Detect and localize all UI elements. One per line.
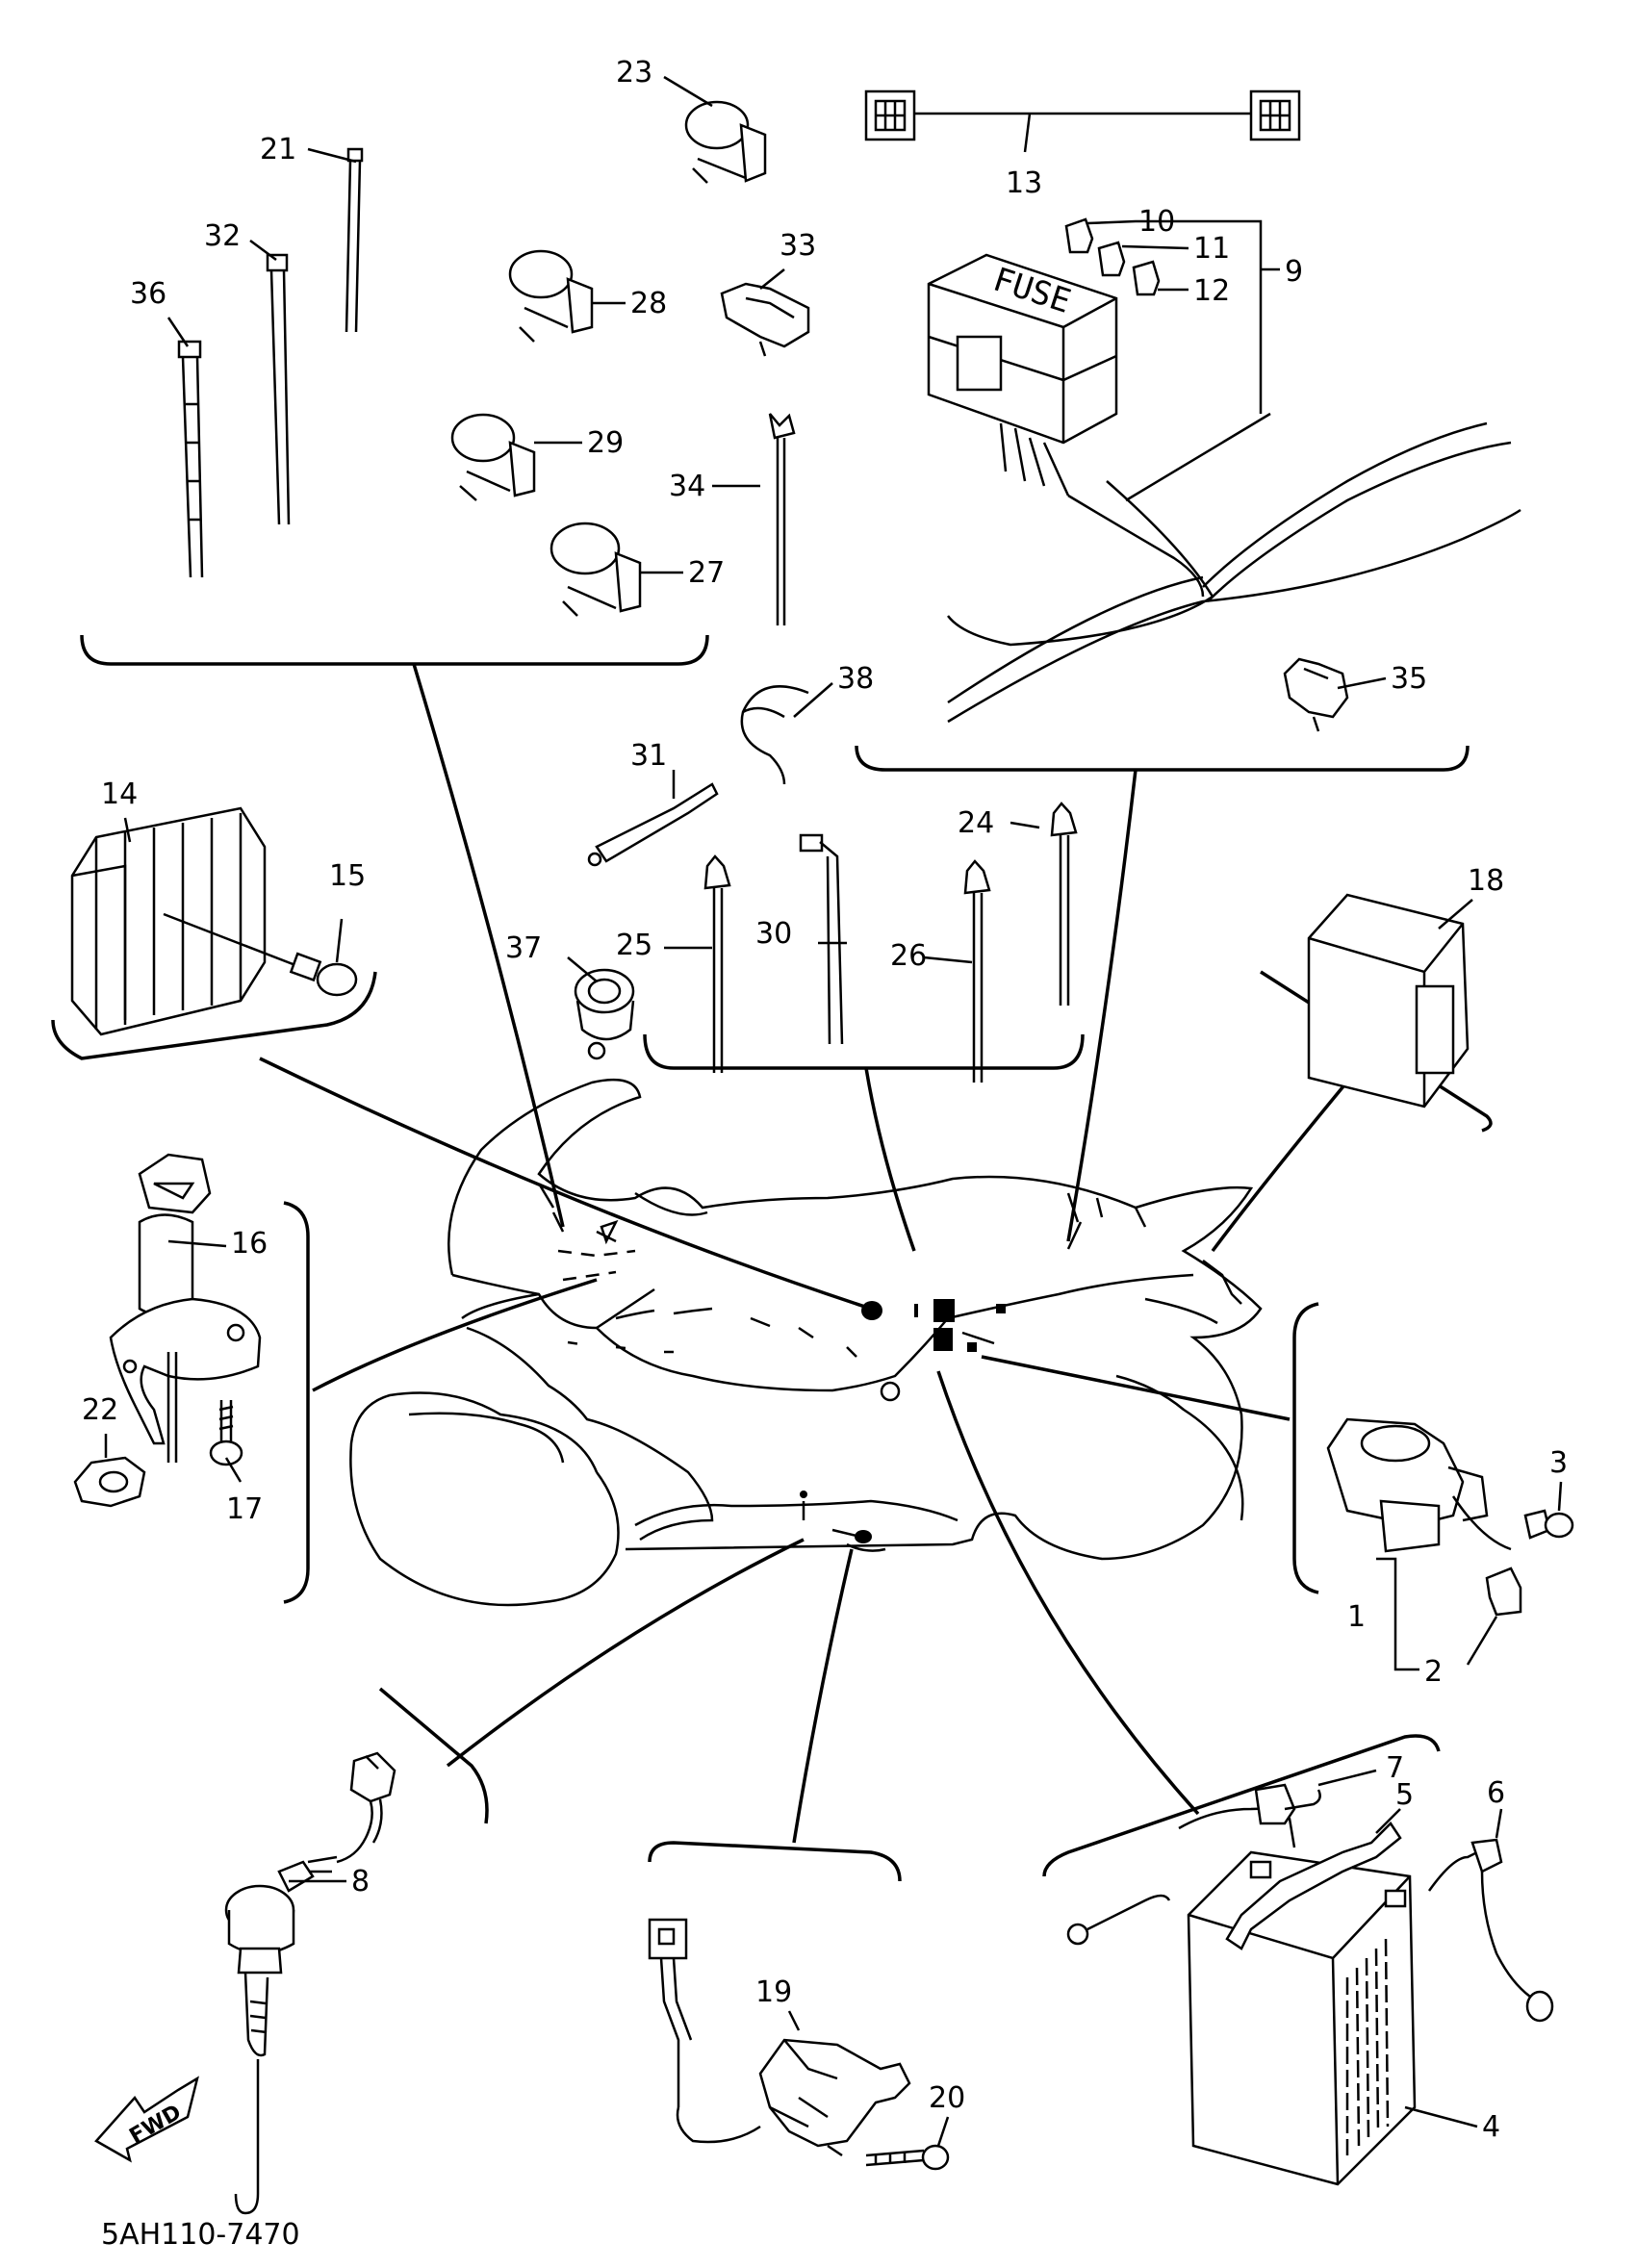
callout-11: 11 (1193, 232, 1230, 266)
callout-18: 18 (1468, 864, 1504, 898)
callout-28: 28 (630, 287, 667, 320)
callout-9: 9 (1285, 255, 1303, 289)
callout-15: 15 (329, 859, 366, 893)
motorcycle-outline (349, 1078, 1263, 1607)
callout-4: 4 (1482, 2110, 1500, 2144)
callout-31: 31 (630, 739, 667, 773)
callout-14: 14 (101, 777, 138, 811)
callout-8: 8 (351, 1865, 370, 1898)
callout-12: 12 (1193, 274, 1230, 308)
callout-27: 27 (688, 556, 725, 590)
part-1-starter-relay (1326, 1417, 1512, 1553)
callout-24: 24 (958, 806, 994, 840)
callout-17: 17 (226, 1492, 263, 1526)
leader-lines (259, 663, 1368, 1844)
part-6-battery-lead (1427, 1838, 1554, 2023)
part-26-cable-tie (963, 859, 991, 1083)
callout-38: 38 (837, 662, 874, 696)
part-34-cable-tie (768, 413, 796, 625)
callout-29: 29 (587, 426, 624, 460)
callout-6: 6 (1487, 1776, 1505, 1810)
group-brackets (51, 634, 1493, 1882)
callout-34: 34 (669, 470, 705, 503)
part-7-battery-lead (1066, 1783, 1321, 1946)
callout-36: 36 (130, 277, 166, 311)
callout-3: 3 (1549, 1446, 1568, 1480)
part-12-fuse (1132, 260, 1161, 296)
callout-leaders (104, 75, 1563, 2147)
callout-30: 30 (755, 917, 792, 951)
part-31-wire-lead (587, 782, 719, 867)
callout-33: 33 (780, 229, 816, 263)
part-32-cable-tie (266, 253, 291, 525)
part-28-clamp (508, 249, 594, 343)
part-19-sensor (648, 1918, 911, 2157)
part-3-bolt (1523, 1509, 1574, 1540)
part-4-battery (1187, 1850, 1417, 2186)
part-17-screw (209, 1400, 243, 1466)
callout-1: 1 (1347, 1600, 1366, 1634)
callout-7: 7 (1386, 1751, 1404, 1785)
callout-23: 23 (616, 56, 652, 89)
fwd-arrow-icon: FWD (94, 2076, 199, 2163)
part-35-clip (1283, 657, 1349, 732)
callout-2: 2 (1424, 1655, 1443, 1689)
part-2-cap (1485, 1567, 1522, 1617)
drawing-code: 5AH110-7470 (101, 2218, 300, 2252)
callout-labels: 1 2 3 4 5 6 7 8 9 10 11 12 13 14 15 16 1… (82, 56, 1568, 2144)
part-20-bolt (865, 2144, 950, 2171)
callout-5: 5 (1395, 1778, 1414, 1812)
part-27-clamp (550, 522, 642, 617)
callout-35: 35 (1391, 662, 1427, 696)
part-23-clamp (684, 100, 767, 184)
part-11-fuse (1097, 241, 1126, 277)
callout-21: 21 (260, 133, 296, 166)
callout-32: 32 (204, 219, 241, 253)
part-22-ring (73, 1456, 146, 1508)
part-10-fuse (1064, 217, 1094, 254)
part-8-neutral-switch (224, 1751, 396, 2215)
part-33-clip (720, 282, 810, 357)
callout-16: 16 (231, 1227, 268, 1261)
part-25-cable-tie (703, 854, 731, 1073)
part-13-connector-wire (864, 89, 1301, 153)
callout-10: 10 (1138, 205, 1175, 239)
part-36-cable-tie (177, 340, 204, 578)
part-18-relay-unit (1307, 893, 1470, 1109)
callout-25: 25 (616, 929, 652, 962)
callout-26: 26 (890, 939, 927, 973)
part-21-cable-tie (345, 147, 364, 333)
part-5-battery-band (1225, 1822, 1402, 1950)
callout-13: 13 (1006, 166, 1042, 200)
part-30-band (799, 833, 844, 1045)
part-15-bolt (163, 912, 358, 997)
part-16-main-switch (109, 1153, 262, 1463)
part-29-clamp (450, 413, 536, 501)
main-harness (947, 421, 1521, 724)
callout-37: 37 (505, 931, 542, 965)
part-38-clip (740, 685, 809, 785)
part-14-rectifier-regulator (70, 806, 267, 1036)
callout-19: 19 (755, 1975, 792, 2009)
part-37-grommet (574, 968, 635, 1060)
callout-20: 20 (929, 2081, 965, 2115)
callout-22: 22 (82, 1393, 118, 1427)
part-24-cable-tie (1050, 802, 1078, 1006)
